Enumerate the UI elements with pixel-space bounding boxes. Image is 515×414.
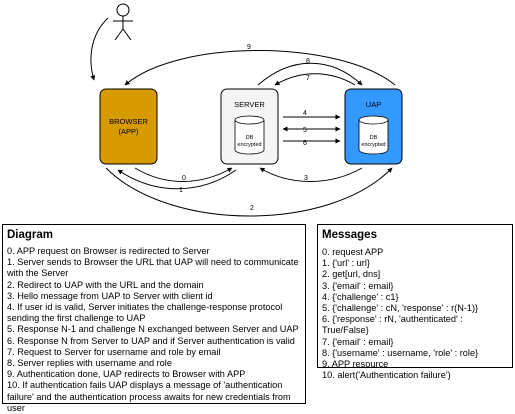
diagram-step-line: 7. Request to Server for username and ro…: [7, 346, 221, 357]
diagram-step-line: 5. Response N-1 and challenge N exchange…: [7, 324, 299, 335]
uap-label: UAP: [366, 100, 381, 109]
browser-label-line1: BROWSER: [109, 117, 148, 126]
arrow-0-label: 0: [182, 175, 186, 182]
arrow-3: [259, 167, 363, 182]
uap-db-label-line2: encrypted: [361, 142, 385, 148]
message-line: 9. APP resource: [322, 359, 389, 370]
browser-box: [99, 88, 158, 165]
arrow-2-label: 2: [250, 205, 254, 212]
uap-db-icon: [358, 115, 389, 155]
message-line: 0. request APP: [322, 247, 384, 257]
diagram-step-line: 10. If authentication fails UAP displays…: [7, 380, 291, 413]
browser-label-line2: (APP): [118, 127, 139, 136]
arrow-9-label: 9: [247, 44, 251, 51]
user-icon: [113, 3, 133, 41]
flow-diagram: BROWSER (APP) SERVER DB encrypted UAP DB…: [90, 3, 403, 217]
server-db-label-line2: encrypted: [237, 142, 261, 148]
message-line: 2. get[url, dns]: [322, 269, 381, 280]
diagram-description-panel: Diagram 0. APP request on Browser is red…: [2, 224, 306, 413]
message-line: 10. alert('Authentication failure'): [322, 370, 451, 381]
message-line: 3. {'email' : email}: [322, 280, 394, 291]
arrow-4-label: 4: [303, 110, 307, 117]
arrow-1-label: 1: [179, 187, 183, 194]
message-line: 4. {'challenge' : c1}: [322, 291, 399, 302]
arrow-7-label: 7: [306, 75, 310, 82]
message-line: 7. {'email' : email}: [322, 336, 394, 347]
message-line: 5. {'challenge' : cN, 'response' : r(N-1…: [322, 303, 479, 314]
server-db-icon: [234, 115, 265, 155]
diagram-step-line: 3. Hello message from UAP to Server with…: [7, 290, 213, 301]
server-db-label-line1: DB: [246, 135, 254, 141]
arrow-9: [124, 50, 396, 86]
user-to-browser-arrow: [90, 17, 109, 81]
uap-db-label-line1: DB: [370, 135, 378, 141]
arrow-8-label: 8: [306, 58, 310, 65]
message-line: 1. {'url' : url}: [322, 258, 370, 269]
diagram-steps-list: 0. APP request on Browser is redirected …: [7, 246, 301, 414]
diagram-step-line: 6. Response N from Server to UAP and if …: [7, 335, 295, 346]
diagram-step-line: 1. Server sends to Browser the URL that …: [7, 257, 299, 279]
message-line: 6. {'response' : rN, 'authenticated' : T…: [322, 314, 463, 336]
diagram-title: Diagram: [7, 229, 54, 241]
diagram-step-line: 0. APP request on Browser is redirected …: [7, 246, 210, 256]
diagram-step-line: 4. If user id is valid, Server initiates…: [7, 302, 283, 324]
diagram-step-line: 8. Server replies with username and role: [7, 358, 172, 369]
arrow-8: [257, 62, 363, 86]
server-label: SERVER: [234, 100, 265, 109]
messages-title: Messages: [322, 229, 377, 241]
diagram-step-line: 2. Redirect to UAP with the URL and the …: [7, 279, 204, 290]
message-line: 8. {'username' : username, 'role' : role…: [322, 347, 479, 358]
arrow-2: [105, 167, 393, 217]
arrow-1: [117, 169, 237, 190]
arrow-6-label: 6: [303, 140, 307, 147]
arrow-0: [134, 167, 233, 182]
arrow-3-label: 3: [304, 175, 308, 182]
arrow-5-label: 5: [303, 127, 307, 134]
arrow-7: [274, 73, 356, 86]
diagram-step-line: 9. Authentication done, UAP redirects to…: [7, 369, 246, 380]
